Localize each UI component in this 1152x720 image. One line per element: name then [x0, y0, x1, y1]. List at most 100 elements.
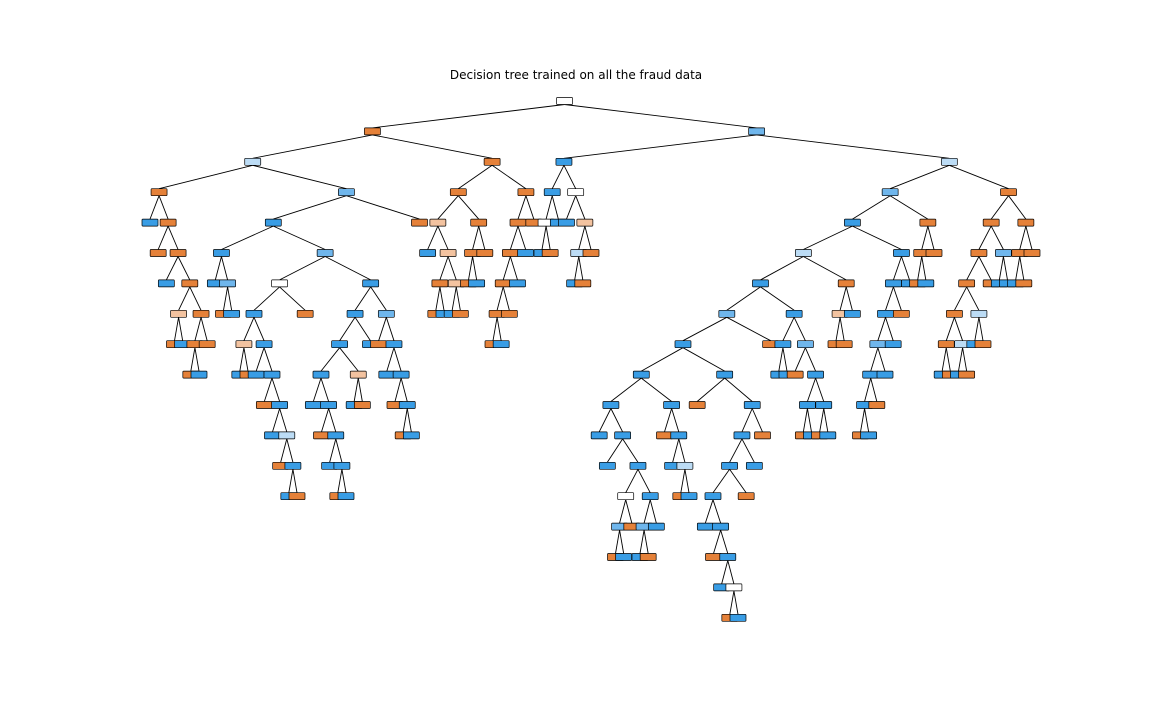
- tree-split-node: [235, 340, 253, 349]
- tree-edge: [178, 317, 184, 341]
- tree-split-node: [181, 279, 199, 288]
- tree-split-node: [797, 340, 814, 349]
- tree-edge: [263, 377, 273, 402]
- tree-edge: [643, 499, 651, 524]
- tree-edge: [721, 560, 729, 585]
- tree-edge: [435, 286, 441, 311]
- tree-split-node: [937, 340, 955, 349]
- tree-edge: [682, 316, 728, 342]
- tree-split-node: [837, 279, 855, 288]
- tree-split-node: [1017, 218, 1035, 227]
- tree-edge: [400, 377, 408, 402]
- tree-leaf-node: [737, 492, 755, 501]
- tree-split-node: [271, 279, 288, 288]
- tree-edge: [496, 286, 504, 311]
- tree-edge: [335, 438, 343, 463]
- tree-edge: [329, 438, 337, 463]
- tree-edge: [712, 469, 730, 493]
- tree-edge: [341, 469, 347, 493]
- tree-leaf-node: [157, 279, 175, 288]
- tree-edge: [214, 256, 222, 281]
- tree-edge: [804, 347, 816, 372]
- tree-edge: [839, 317, 845, 341]
- tree-edge: [457, 195, 480, 220]
- tree-edge: [354, 286, 372, 311]
- tree-edge: [672, 438, 680, 463]
- tree-edge: [372, 104, 565, 129]
- tree-edge: [845, 286, 853, 311]
- tree-split-node: [632, 370, 650, 379]
- tree-edge: [200, 317, 208, 341]
- tree-edge: [870, 377, 878, 402]
- tree-split-node: [346, 309, 364, 318]
- tree-split-node: [663, 401, 680, 409]
- tree-leaf-node: [868, 401, 886, 409]
- tree-edge: [619, 499, 627, 524]
- tree-edge: [852, 195, 891, 220]
- tree-edge: [447, 256, 457, 281]
- tree-edge: [502, 286, 510, 311]
- tree-leaf-node: [337, 492, 355, 501]
- tree-edge: [158, 195, 169, 220]
- tree-edge: [394, 377, 402, 402]
- tree-edge: [852, 225, 902, 250]
- tree-edge: [953, 317, 964, 341]
- tree-split-node: [385, 340, 403, 349]
- tree-edge: [819, 408, 825, 432]
- tree-leaf-node: [411, 218, 428, 227]
- tree-edge: [741, 408, 753, 433]
- tree-edge: [794, 347, 806, 372]
- tree-edge: [990, 195, 1009, 220]
- tree-edge: [167, 225, 179, 250]
- tree-edge: [252, 134, 373, 159]
- tree-leaf-node: [313, 431, 330, 440]
- tree-edge: [713, 529, 722, 554]
- tree-split-node: [970, 249, 988, 257]
- tree-edge: [684, 469, 690, 493]
- tree-edge: [243, 347, 249, 372]
- tree-edge: [892, 256, 902, 281]
- tree-edge: [478, 225, 486, 250]
- tree-edge: [509, 225, 519, 250]
- tree-split-node: [320, 401, 337, 409]
- tree-split-node: [752, 279, 769, 288]
- tree-edge: [664, 408, 673, 433]
- tree-edge: [406, 408, 412, 432]
- tree-edge: [864, 377, 872, 402]
- tree-split-node: [470, 218, 488, 227]
- tree-edge: [525, 195, 535, 220]
- tree-edge: [324, 256, 371, 281]
- tree-edge: [253, 286, 280, 311]
- tree-split-node: [169, 249, 187, 257]
- tree-leaf-node: [876, 370, 894, 379]
- tree-split-node: [170, 309, 187, 318]
- tree-edge: [704, 499, 714, 524]
- tree-edge: [727, 560, 735, 585]
- tree-edge: [729, 438, 743, 463]
- tree-edge: [273, 225, 326, 250]
- tree-split-node: [439, 249, 457, 257]
- tree-edge: [625, 499, 633, 524]
- tree-edge: [221, 225, 274, 250]
- tree-leaf-node: [198, 340, 216, 349]
- tree-edge: [337, 469, 343, 493]
- tree-edge: [563, 165, 577, 189]
- tree-split-node: [982, 218, 1000, 227]
- tree-leaf-node: [517, 249, 535, 257]
- tree-edge: [793, 317, 806, 341]
- tree-edge: [889, 164, 950, 190]
- tree-leaf-node: [917, 279, 935, 288]
- tree-split-node: [150, 188, 168, 197]
- tree-edge: [782, 317, 795, 341]
- tree-split-node: [338, 188, 355, 197]
- tree-edge: [885, 286, 894, 311]
- tree-edge: [921, 225, 929, 250]
- tree-edge: [741, 438, 755, 463]
- tree-edge: [966, 256, 980, 281]
- tree-edge: [678, 438, 686, 463]
- tree-leaf-node: [639, 553, 657, 561]
- tree-edge: [320, 377, 330, 402]
- tree-edge: [682, 347, 725, 372]
- tree-edge: [239, 347, 245, 372]
- tree-edge: [641, 347, 684, 372]
